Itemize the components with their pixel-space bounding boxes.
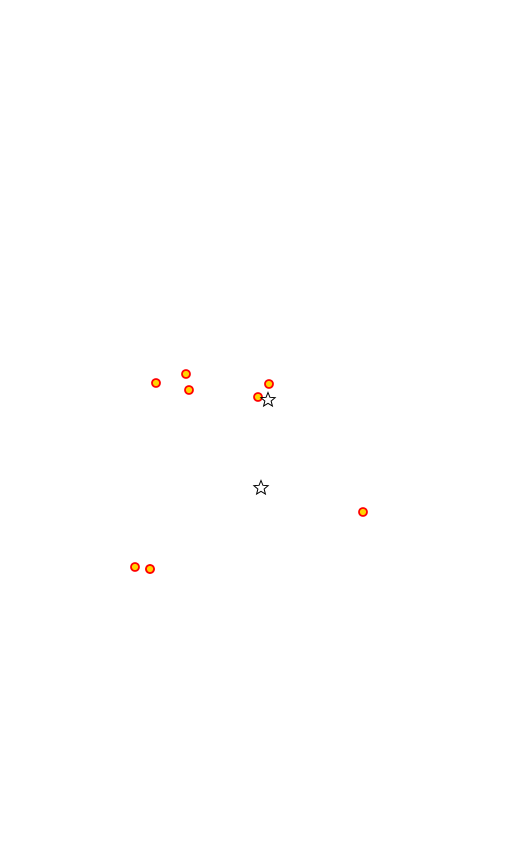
- circle-marker-icon[interactable]: [358, 507, 368, 517]
- star-marker-icon[interactable]: [252, 479, 270, 496]
- circle-marker-icon[interactable]: [264, 379, 274, 389]
- star-marker-icon[interactable]: [259, 391, 277, 408]
- circle-marker-icon[interactable]: [181, 369, 191, 379]
- circle-marker-icon[interactable]: [130, 562, 140, 572]
- circle-marker-icon[interactable]: [184, 385, 194, 395]
- circle-marker-icon[interactable]: [253, 392, 263, 402]
- circle-marker-icon[interactable]: [151, 378, 161, 388]
- circle-marker-icon[interactable]: [145, 564, 155, 574]
